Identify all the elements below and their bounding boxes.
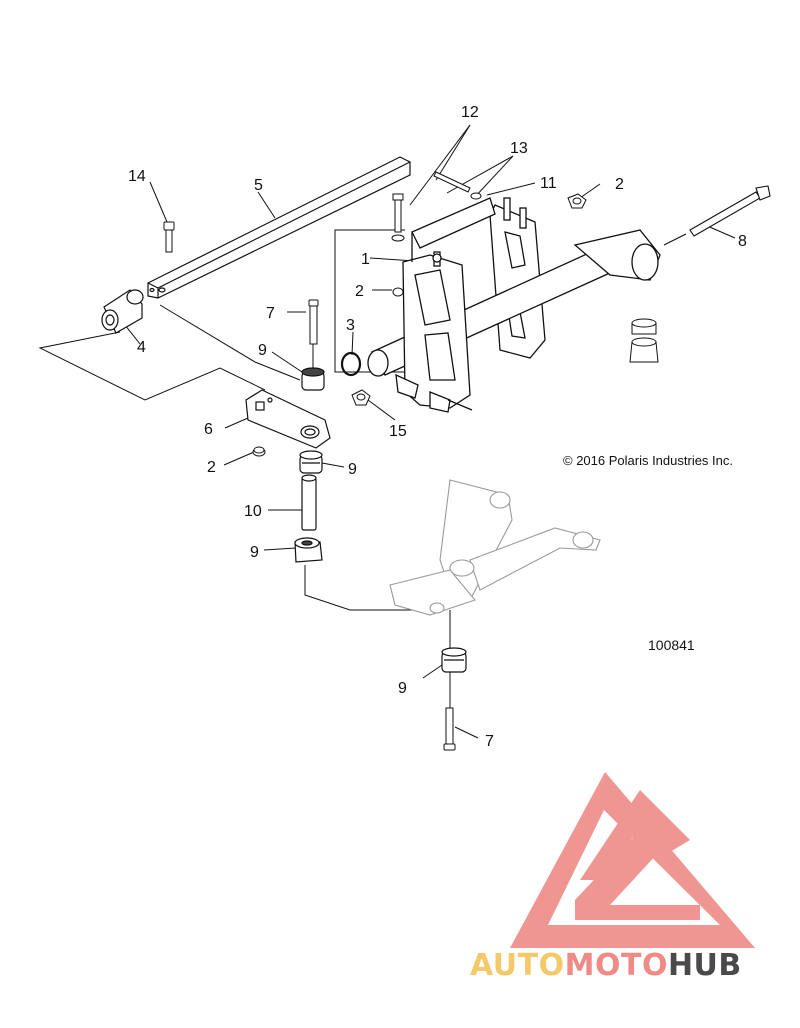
copyright-notice: © 2016 Polaris Industries Inc. [563, 453, 733, 468]
long-bolt-8 [663, 185, 771, 246]
callout-3: 3 [346, 317, 355, 334]
bolt-12-right [433, 171, 482, 200]
callout-2: 2 [615, 176, 624, 193]
callout-7: 7 [485, 733, 494, 750]
o-ring-3 [340, 351, 362, 377]
a-arm [389, 479, 601, 616]
bushing-9-bottom [441, 647, 467, 673]
bushing-sleeve-4 [101, 289, 144, 334]
callout-2: 2 [355, 283, 364, 300]
brand-wordmark: AUTOMOTOHUB [470, 948, 742, 983]
callout-10: 10 [244, 503, 262, 520]
callout-9: 9 [398, 680, 407, 697]
callout-11: 11 [540, 175, 557, 192]
brand-logo-icon [510, 772, 755, 948]
leader-lines [38, 124, 736, 739]
nut-15 [351, 389, 371, 406]
nut-2-right [567, 193, 587, 209]
callout-9: 9 [348, 461, 357, 478]
bushing-9-middle [299, 450, 323, 474]
sleeve-10 [301, 474, 317, 531]
callout-9: 9 [250, 544, 259, 561]
callout-2: 2 [207, 459, 216, 476]
callout-15: 15 [389, 423, 407, 440]
figure-id: 100841 [648, 637, 695, 653]
callout-5: 5 [254, 177, 263, 194]
bolt-7-lower [443, 707, 456, 751]
bolt-7-upper [308, 299, 319, 345]
brand-part-auto: AUTO [470, 948, 565, 983]
callout-6: 6 [204, 421, 213, 438]
callout-labels: 1 2 2 2 3 4 5 6 7 7 8 9 9 9 9 10 11 12 1… [128, 104, 747, 750]
pivot-bracket-assembly [367, 197, 661, 413]
brand-part-moto: MOTO [565, 948, 668, 983]
bolt-14 [163, 221, 175, 253]
callout-8: 8 [738, 233, 747, 250]
stabilizer-bar [147, 156, 411, 299]
nut-2-left [252, 446, 266, 457]
callout-14: 14 [128, 168, 146, 185]
bushing-9-upper [301, 367, 325, 391]
callout-12: 12 [461, 104, 479, 121]
callout-4: 4 [137, 339, 146, 356]
callout-9: 9 [258, 342, 267, 359]
callout-13: 13 [510, 140, 528, 157]
brand-part-hub: HUB [668, 948, 742, 983]
callout-1: 1 [361, 251, 370, 268]
callout-7: 7 [266, 305, 275, 322]
grommets-right [629, 318, 659, 363]
nut-2-middle [392, 287, 404, 297]
bolt-12-left [391, 193, 405, 242]
link-arm-6 [245, 389, 331, 449]
bushing-9-lower [294, 537, 323, 563]
